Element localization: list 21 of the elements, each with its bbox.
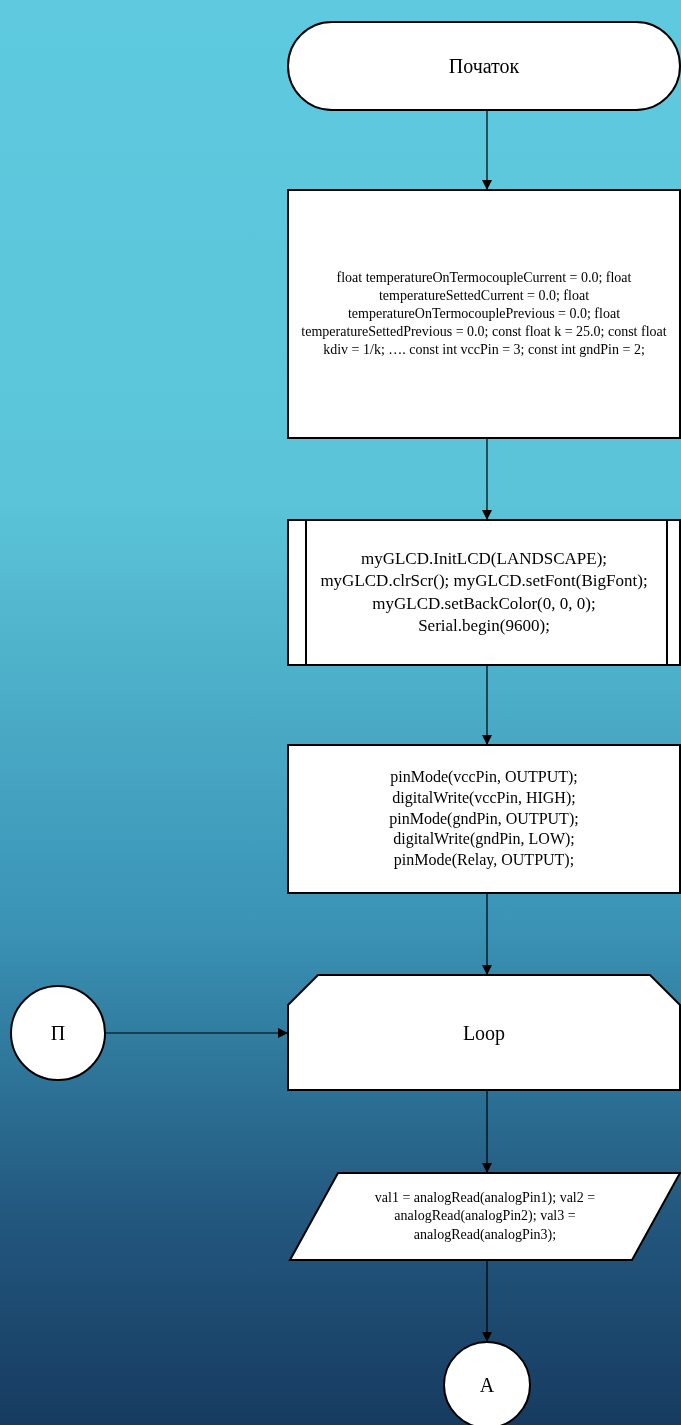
node-text: Початок (447, 54, 521, 79)
node-text: val1 = analogRead(analogPin1); val2 = analogRead(analogPin2); val3 = analogRead(analogPin3); (373, 1189, 597, 1244)
node-text: А (478, 1373, 496, 1398)
arrow (482, 109, 492, 191)
arrow (482, 892, 492, 976)
node-text: pinMode(vccPin, OUTPUT); digitalWrite(vccPin, HIGH); pinMode(gndPin, OUTPUT); digitalWrite(gndPin, LOW); pinMode(Relay, OUTPUT); (388, 767, 580, 871)
arrow (482, 1089, 492, 1174)
node-text: Loop (461, 1020, 507, 1046)
node-text: myGLCD.InitLCD(LANDSCAPE); myGLCD.clrScr(); myGLCD.setFont(BigFont); myGLCD.setBackColor(0, 0, 0); Serial.begin(9600); (319, 548, 649, 637)
subroutine-box (288, 520, 680, 665)
arrow (482, 1259, 492, 1343)
connector-circle (11, 986, 105, 1080)
arrow (482, 437, 492, 521)
process-box (288, 745, 680, 893)
terminal-shape (288, 22, 680, 110)
loop-start-shape (288, 975, 680, 1090)
arrow (104, 1028, 289, 1038)
arrow (482, 664, 492, 746)
node-text: float temperatureOnTermocoupleCurrent = 0.0; float temperatureSettedCurrent = 0.0; float temperatureOnTermocouplePrevious = 0.0; float temperatureSettedPrevious = 0.0; const float k = 25.0; const float kdiv = 1/k; …. const int vccPin = 3; const int gndPin = 2; (300, 268, 668, 360)
process-box (288, 190, 680, 438)
node-text: П (49, 1021, 67, 1046)
